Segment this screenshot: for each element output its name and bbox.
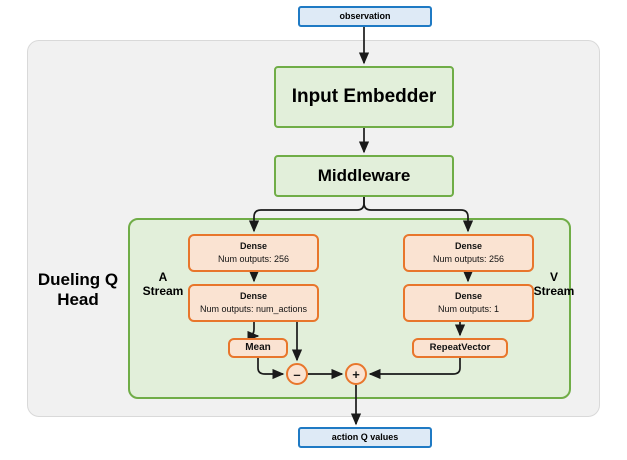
observation-label: observation	[339, 10, 391, 21]
middleware-label: Middleware	[317, 166, 411, 186]
dueling-q-head-label: Dueling Q Head	[30, 270, 126, 311]
v-stream-label-line1: V	[549, 270, 558, 284]
repeat-vector-box: RepeatVector	[412, 338, 508, 358]
v-stream-label-line2: Stream	[533, 284, 575, 299]
subtract-symbol: –	[293, 366, 301, 382]
action-q-values-box: action Q values	[298, 427, 432, 448]
subtract-operator-node: –	[286, 363, 308, 385]
add-symbol: +	[352, 366, 360, 382]
a-stream-dense-2-params: Num outputs: num_actions	[199, 303, 308, 314]
a-stream-label: A Stream	[139, 270, 187, 299]
add-operator-node: +	[345, 363, 367, 385]
v-stream-dense-1: Dense Num outputs: 256	[403, 234, 534, 272]
v-stream-dense-1-name: Dense	[454, 241, 482, 252]
input-embedder-box: Input Embedder	[274, 66, 454, 128]
middleware-box: Middleware	[274, 155, 454, 197]
a-stream-dense-2: Dense Num outputs: num_actions	[188, 284, 319, 322]
mean-label: Mean	[245, 341, 271, 353]
a-stream-label-line1: A	[158, 270, 168, 284]
action-q-values-label: action Q values	[331, 431, 399, 442]
v-stream-label: V Stream	[530, 270, 578, 299]
a-stream-dense-1: Dense Num outputs: 256	[188, 234, 319, 272]
v-stream-dense-1-params: Num outputs: 256	[432, 253, 505, 264]
observation-box: observation	[298, 6, 432, 27]
dueling-q-head-label-line2: Head	[57, 290, 99, 310]
dueling-q-head-label-line1: Dueling Q	[37, 270, 119, 289]
a-stream-label-line2: Stream	[142, 284, 184, 299]
v-stream-dense-2: Dense Num outputs: 1	[403, 284, 534, 322]
input-embedder-label: Input Embedder	[291, 86, 437, 108]
a-stream-dense-1-name: Dense	[239, 241, 267, 252]
v-stream-dense-2-params: Num outputs: 1	[437, 303, 500, 314]
a-stream-dense-2-name: Dense	[239, 291, 267, 302]
repeat-vector-label: RepeatVector	[429, 342, 491, 354]
a-stream-dense-1-params: Num outputs: 256	[217, 253, 290, 264]
v-stream-dense-2-name: Dense	[454, 291, 482, 302]
mean-box: Mean	[228, 338, 288, 358]
